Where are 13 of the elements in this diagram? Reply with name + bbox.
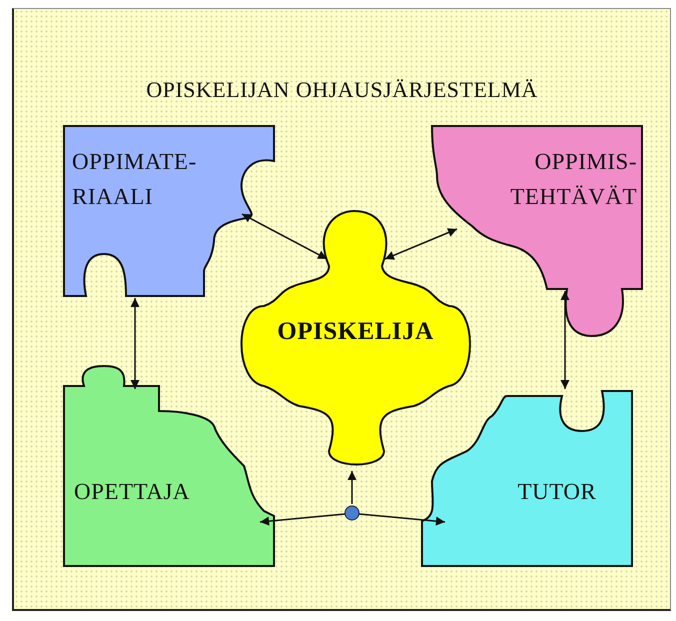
node-label: TUTOR (516, 478, 598, 506)
arrow (242, 213, 328, 260)
node-label: OPPIMIS- TEHTÄVÄT (509, 148, 637, 211)
arrow (358, 513, 446, 526)
arrow (384, 228, 458, 260)
arrow (260, 513, 346, 526)
node-label: OPISKELIJA (276, 317, 435, 347)
arrow (348, 471, 356, 504)
node-label: OPETTAJA (74, 478, 191, 506)
node-label: OPPIMATE- RIAALI (72, 148, 198, 211)
arrow (560, 291, 570, 389)
arrow (130, 298, 140, 389)
diagram-title: OPISKELIJAN OHJAUSJÄRJESTELMÄ (145, 77, 539, 103)
